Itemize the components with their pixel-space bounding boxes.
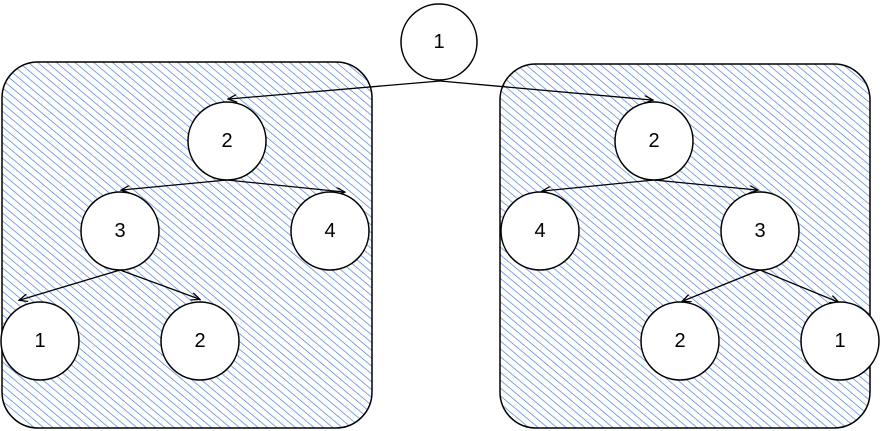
node-left-child-left: 3 [80, 191, 160, 271]
node-left-child-right: 4 [290, 191, 370, 271]
edge-root-to-right-subtree [439, 80, 652, 100]
node-right-grandchild-right: 1 [800, 301, 880, 381]
node-left-grandchild-left: 1 [0, 301, 80, 381]
node-label: 3 [754, 220, 765, 242]
edge-left-2-to-4 [226, 179, 344, 192]
node-label: 2 [194, 330, 205, 352]
edge-right-2-to-3 [653, 179, 757, 190]
edge-left-2-to-3 [122, 179, 228, 190]
edge-left-3-to-1 [20, 269, 121, 300]
node-left-subtree-root: 2 [187, 101, 267, 181]
left-subtree-box [1, 61, 373, 429]
edge-left-3-to-2 [119, 269, 199, 299]
node-root: 1 [400, 3, 478, 81]
node-label: 4 [534, 220, 545, 242]
node-label: 1 [433, 31, 444, 53]
node-label: 1 [34, 330, 45, 352]
edge-right-3-to-2 [683, 269, 761, 301]
node-right-child-left: 4 [500, 191, 580, 271]
node-right-subtree-root: 2 [614, 101, 694, 181]
edge-right-3-to-1 [759, 269, 838, 302]
right-subtree-box [499, 63, 871, 429]
node-label: 3 [114, 220, 125, 242]
node-label: 2 [221, 130, 232, 152]
edges [20, 80, 838, 302]
node-label: 2 [648, 130, 659, 152]
node-right-grandchild-left: 2 [640, 301, 720, 381]
edge-root-to-left-subtree [229, 80, 441, 99]
node-left-grandchild-right: 2 [160, 301, 240, 381]
node-label: 1 [834, 330, 845, 352]
node-label: 2 [674, 330, 685, 352]
node-right-child-right: 3 [720, 191, 800, 271]
node-label: 4 [324, 220, 335, 242]
edge-right-2-to-4 [543, 179, 655, 191]
